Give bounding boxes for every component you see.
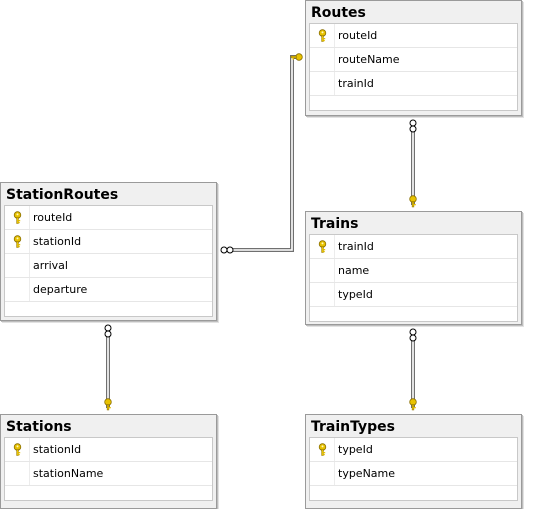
column-name: arrival bbox=[33, 259, 68, 272]
column-name: typeName bbox=[338, 467, 396, 480]
column-row[interactable]: trainId bbox=[310, 72, 517, 96]
column-list: typeId typeName bbox=[309, 437, 518, 501]
column-list: trainId name typeId bbox=[309, 234, 518, 322]
column-row[interactable]: typeName bbox=[310, 462, 517, 486]
key-cell bbox=[310, 235, 335, 258]
column-name: trainId bbox=[338, 240, 374, 253]
table-title: Trains bbox=[311, 216, 359, 232]
connector-stationroutes-routes bbox=[223, 55, 300, 252]
column-name: typeId bbox=[338, 288, 373, 301]
table-title: Routes bbox=[311, 5, 366, 21]
table-stationroutes[interactable]: StationRoutes routeId stationId arrival dep… bbox=[0, 182, 217, 321]
key-cell bbox=[5, 230, 30, 253]
column-row[interactable]: routeId bbox=[5, 206, 212, 230]
key-cell bbox=[5, 254, 30, 277]
key-cell bbox=[5, 462, 30, 485]
key-cell bbox=[310, 48, 335, 71]
column-row[interactable]: stationId bbox=[5, 438, 212, 462]
key-cell bbox=[310, 462, 335, 485]
key-cell bbox=[310, 259, 335, 282]
table-stations[interactable]: Stations stationId stationName bbox=[0, 414, 217, 509]
column-list: routeId stationId arrival departure bbox=[4, 205, 213, 317]
infinity-icon bbox=[104, 324, 112, 338]
column-name: stationId bbox=[33, 443, 82, 456]
infinity-icon bbox=[409, 328, 417, 342]
column-row[interactable]: typeId bbox=[310, 438, 517, 462]
column-row[interactable]: routeName bbox=[310, 48, 517, 72]
table-title: Stations bbox=[6, 419, 72, 435]
column-name: trainId bbox=[338, 77, 374, 90]
column-name: typeId bbox=[338, 443, 373, 456]
column-row[interactable]: stationId bbox=[5, 230, 212, 254]
empty-row bbox=[310, 486, 517, 500]
key-cell bbox=[5, 278, 30, 301]
key-icon bbox=[290, 53, 303, 61]
key-icon bbox=[104, 398, 112, 411]
table-routes[interactable]: Routes routeId routeName trainId bbox=[305, 0, 522, 116]
column-name: stationId bbox=[33, 235, 82, 248]
column-row[interactable]: trainId bbox=[310, 235, 517, 259]
key-cell bbox=[5, 438, 30, 461]
column-name: name bbox=[338, 264, 370, 277]
table-title: StationRoutes bbox=[6, 187, 119, 203]
key-cell bbox=[310, 438, 335, 461]
empty-row bbox=[5, 302, 212, 316]
key-cell bbox=[310, 283, 335, 306]
column-name: stationName bbox=[33, 467, 104, 480]
column-list: stationId stationName bbox=[4, 437, 213, 501]
column-row[interactable]: typeId bbox=[310, 283, 517, 307]
column-row[interactable]: departure bbox=[5, 278, 212, 302]
empty-row bbox=[310, 307, 517, 321]
table-trains[interactable]: Trains trainId name typeId bbox=[305, 211, 522, 325]
table-title: TrainTypes bbox=[311, 419, 395, 435]
column-row[interactable]: name bbox=[310, 259, 517, 283]
column-name: departure bbox=[33, 283, 88, 296]
key-icon bbox=[409, 398, 417, 411]
column-list: routeId routeName trainId bbox=[309, 23, 518, 111]
column-name: routeId bbox=[338, 29, 378, 42]
key-cell bbox=[310, 72, 335, 95]
empty-row bbox=[5, 486, 212, 500]
column-row[interactable]: routeId bbox=[310, 24, 517, 48]
column-name: routeName bbox=[338, 53, 400, 66]
column-name: routeId bbox=[33, 211, 73, 224]
key-cell bbox=[5, 206, 30, 229]
key-icon bbox=[409, 195, 417, 208]
column-row[interactable]: stationName bbox=[5, 462, 212, 486]
infinity-icon bbox=[220, 246, 234, 254]
empty-row bbox=[310, 96, 517, 110]
key-cell bbox=[310, 24, 335, 47]
column-row[interactable]: arrival bbox=[5, 254, 212, 278]
table-traintypes[interactable]: TrainTypes typeId typeName bbox=[305, 414, 522, 509]
infinity-icon bbox=[409, 119, 417, 133]
